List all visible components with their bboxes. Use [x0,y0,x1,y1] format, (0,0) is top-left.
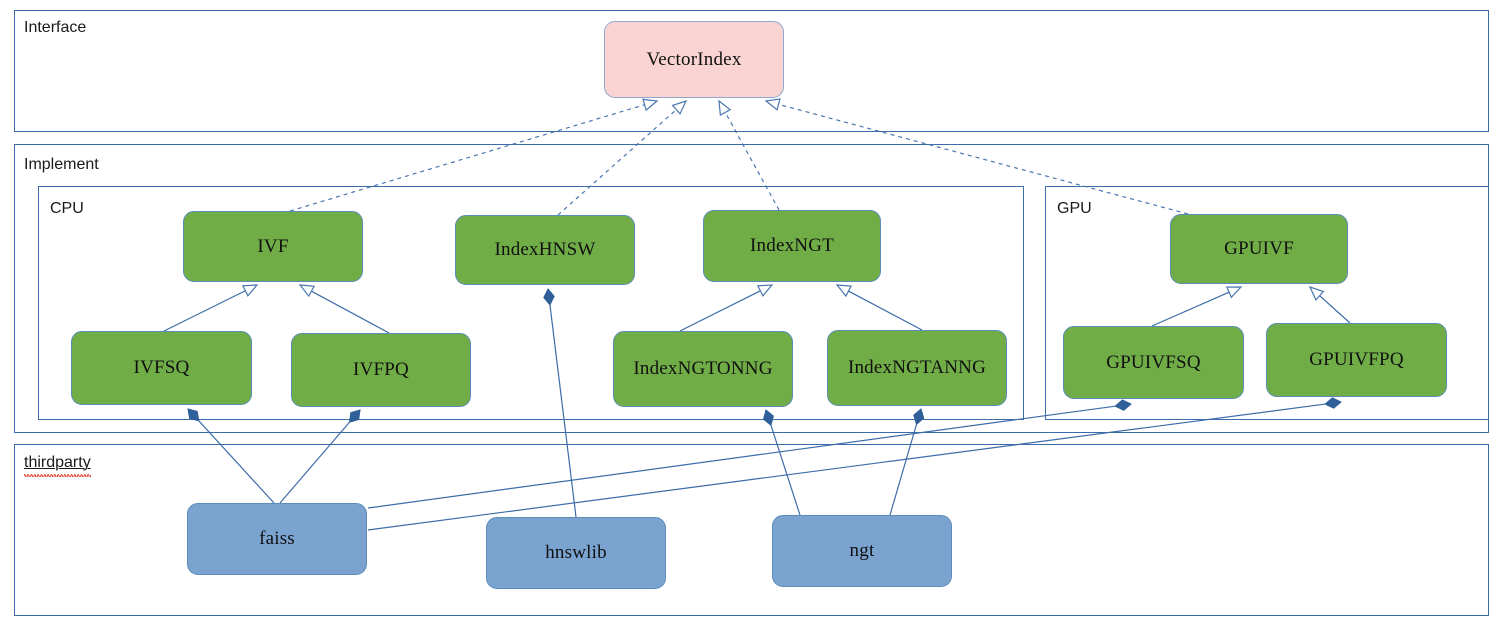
node-indexngtonng[interactable]: IndexNGTONNG [613,331,793,407]
container-label-interface: Interface [24,19,87,36]
node-ivfsq[interactable]: IVFSQ [71,331,252,405]
container-label-gpu: GPU [1057,200,1092,217]
node-ivfpq[interactable]: IVFPQ [291,333,471,407]
node-faiss[interactable]: faiss [187,503,367,575]
container-label-implement: Implement [24,156,99,173]
node-indexhnsw[interactable]: IndexHNSW [455,215,635,285]
node-ngt[interactable]: ngt [772,515,952,587]
node-indexngtanng[interactable]: IndexNGTANNG [827,330,1007,406]
node-gpuivfpq[interactable]: GPUIVFPQ [1266,323,1447,397]
node-ivf[interactable]: IVF [183,211,363,282]
container-label-cpu: CPU [50,200,84,217]
node-vectorindex[interactable]: VectorIndex [604,21,784,98]
container-label-thirdparty: thirdparty [24,455,91,477]
node-gpuivfsq[interactable]: GPUIVFSQ [1063,326,1244,399]
node-hnswlib[interactable]: hnswlib [486,517,666,589]
node-indexngt[interactable]: IndexNGT [703,210,881,282]
node-gpuivf[interactable]: GPUIVF [1170,214,1348,284]
